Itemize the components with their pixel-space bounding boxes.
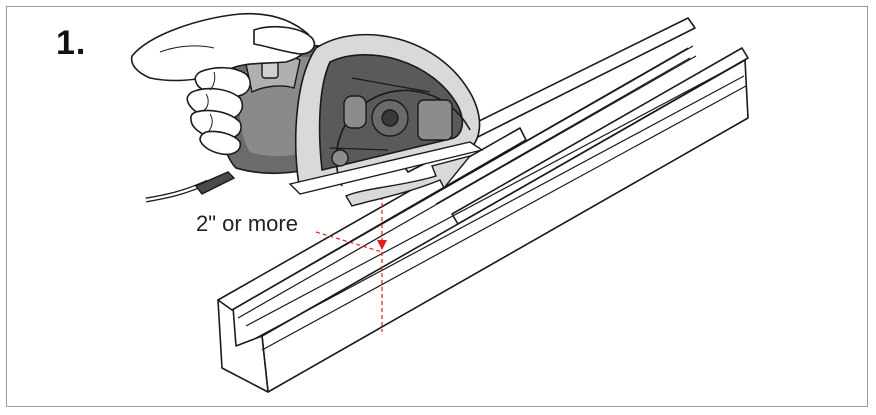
hand-creases	[159, 45, 216, 133]
hand	[130, 12, 316, 156]
window-slot-right	[417, 99, 453, 141]
step-number: 1.	[56, 24, 87, 62]
lock-button	[331, 149, 349, 167]
finger-little	[199, 130, 242, 156]
saw-trigger	[245, 54, 301, 94]
guide-arrow-icon	[377, 240, 387, 250]
arbor-bolt	[381, 109, 399, 127]
figure-border	[6, 6, 868, 407]
cut-guide-lines	[315, 196, 383, 332]
saw-details	[329, 77, 472, 207]
track-groove-lines	[231, 45, 749, 393]
power-cord	[145, 171, 236, 203]
rotation-arrow-icon	[344, 154, 472, 207]
window-slot-left	[343, 95, 367, 129]
track-far-wall	[451, 47, 749, 225]
horizontal-guide	[315, 231, 383, 253]
saw-base-plate	[288, 141, 484, 195]
depth-callout-label: 2" or more	[196, 211, 298, 236]
